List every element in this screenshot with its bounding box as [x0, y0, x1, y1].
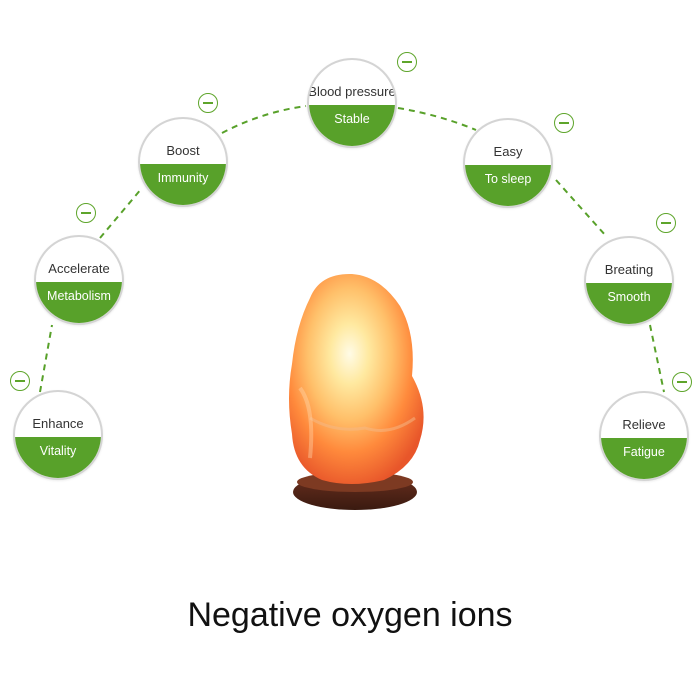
benefit-subtitle: Vitality [15, 437, 101, 478]
benefit-subtitle: Fatigue [601, 438, 687, 479]
benefit-circle-blood-pressure: Blood pressure Stable [307, 58, 397, 148]
benefit-subtitle: Metabolism [36, 282, 122, 323]
benefit-circle-immunity: Boost Immunity [138, 117, 228, 207]
benefit-title: Breating [604, 262, 654, 277]
minus-circle-icon [672, 372, 692, 392]
benefit-circle-sleep: Easy To sleep [463, 118, 553, 208]
benefit-subtitle: Immunity [140, 164, 226, 205]
benefit-subtitle: Smooth [586, 283, 672, 324]
benefit-circle-vitality: Enhance Vitality [13, 390, 103, 480]
benefit-circle-fatigue: Relieve Fatigue [599, 391, 689, 481]
benefit-title: Relieve [622, 417, 666, 432]
benefit-title: Enhance [32, 416, 84, 431]
minus-circle-icon [198, 93, 218, 113]
benefit-title: Accelerate [48, 261, 110, 276]
benefit-title: Easy [493, 144, 523, 159]
benefit-circle-metabolism: Accelerate Metabolism [34, 235, 124, 325]
caption-title: Negative oxygen ions [187, 596, 513, 634]
minus-circle-icon [554, 113, 574, 133]
minus-circle-icon [10, 371, 30, 391]
benefit-title: Boost [166, 143, 200, 158]
minus-circle-icon [397, 52, 417, 72]
benefit-subtitle: To sleep [465, 165, 551, 206]
benefit-title: Blood pressure [308, 84, 396, 99]
benefit-subtitle: Stable [309, 105, 395, 146]
benefit-circle-breathing: Breating Smooth [584, 236, 674, 326]
minus-circle-icon [656, 213, 676, 233]
salt-lamp-image [289, 273, 424, 510]
minus-circle-icon [76, 203, 96, 223]
